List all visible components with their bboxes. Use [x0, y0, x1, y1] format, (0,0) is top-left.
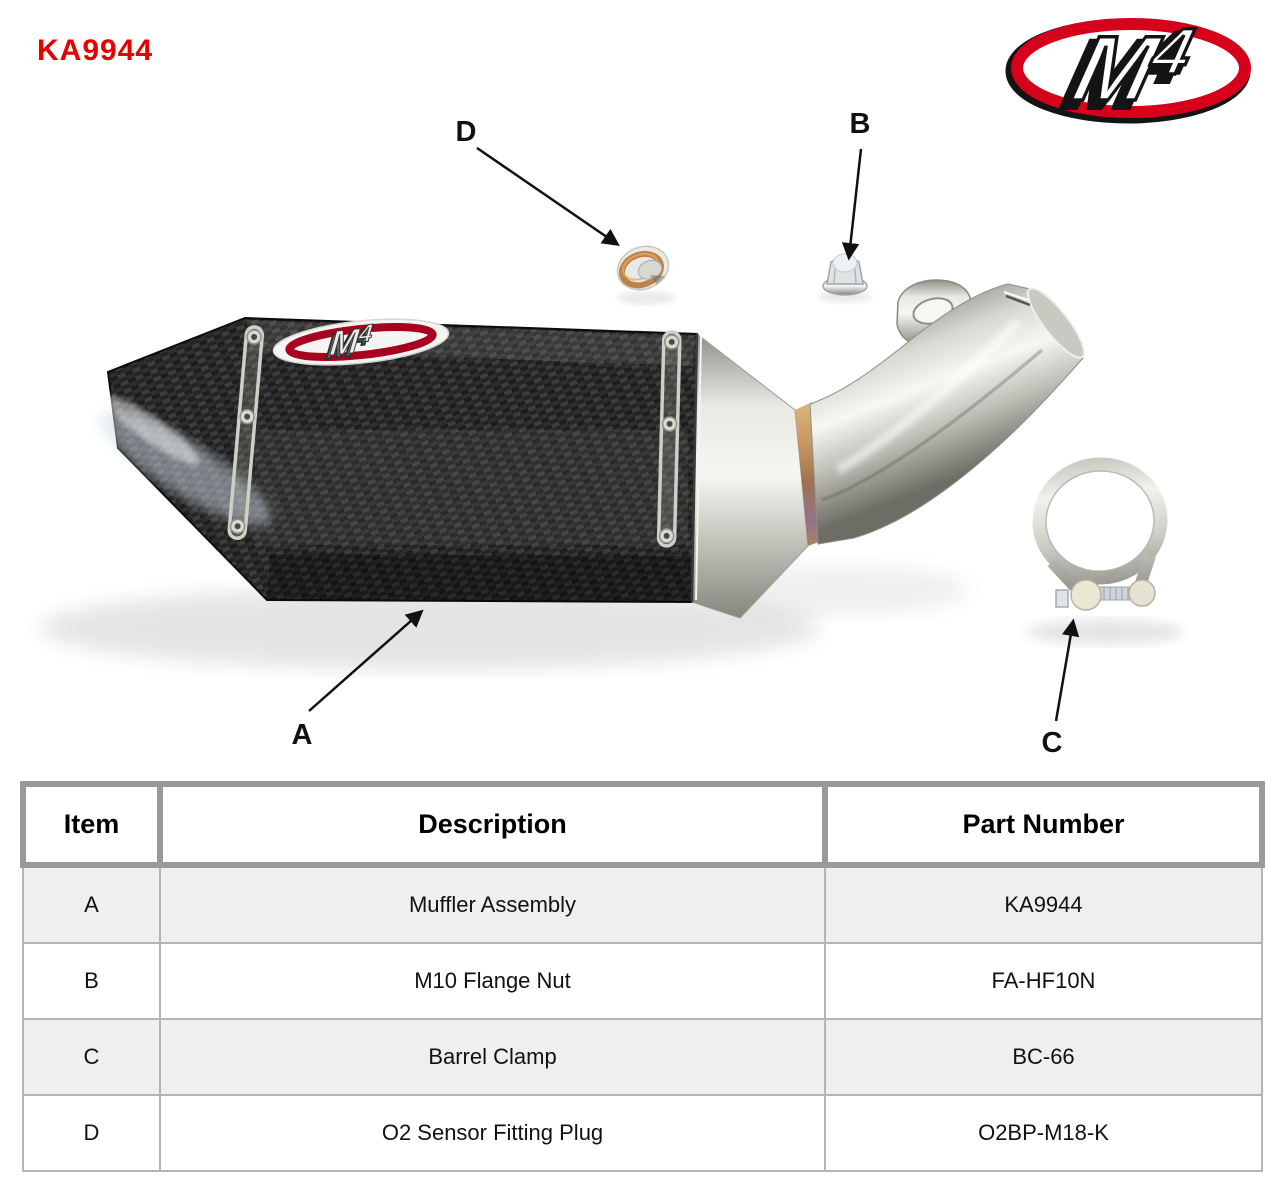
callout-d-label: D — [456, 116, 477, 148]
m4-brand-logo: M4 M4 — [1005, 13, 1251, 124]
muffler-end-cap — [690, 332, 809, 619]
mid-pipe — [809, 283, 1086, 545]
cell-item: A — [22, 864, 161, 944]
svg-text:M4: M4 — [1065, 15, 1200, 120]
cell-description: O2 Sensor Fitting Plug — [159, 1094, 826, 1172]
cell-description: Muffler Assembly — [159, 864, 826, 944]
table-row: D O2 Sensor Fitting Plug O2BP-M18-K — [22, 1094, 1263, 1172]
cell-item: C — [22, 1018, 161, 1096]
callout-labels: A B C D — [292, 108, 1063, 759]
flange-nut — [822, 253, 868, 296]
o2-sensor-plug — [616, 245, 670, 291]
left-rivet-strap — [227, 325, 265, 540]
table-row: B M10 Flange Nut FA-HF10N — [22, 942, 1263, 1020]
logo-letters: M4 M4 — [1053, 13, 1202, 124]
muffler-carbon-body — [99, 316, 699, 604]
barrel-clamp — [1032, 457, 1168, 611]
nut-shadow — [818, 291, 872, 303]
cell-item: D — [22, 1094, 161, 1172]
callout-a-arrow — [308, 609, 424, 712]
logo-ring — [1005, 18, 1251, 124]
part-code-title: KA9944 — [37, 34, 154, 67]
m4-sticker: M4 M4 — [272, 318, 450, 368]
svg-text:M4: M4 — [328, 320, 374, 364]
table-row: A Muffler Assembly KA9944 — [22, 864, 1263, 944]
callout-c-label: C — [1042, 727, 1063, 759]
callout-arrows — [308, 146, 1080, 722]
callout-d-arrow — [476, 146, 620, 246]
table-row: C Barrel Clamp BC-66 — [22, 1018, 1263, 1096]
cell-part-number: FA-HF10N — [824, 942, 1263, 1020]
cell-part-number: KA9944 — [824, 864, 1263, 944]
callout-b-arrow — [841, 148, 863, 261]
col-header-description: Description — [157, 781, 828, 868]
col-header-part-number: Part Number — [822, 781, 1265, 868]
cell-description: Barrel Clamp — [159, 1018, 826, 1096]
cell-part-number: O2BP-M18-K — [824, 1094, 1263, 1172]
parts-table: Item Description Part Number A Muffler A… — [20, 781, 1265, 1172]
muffler-shadow — [40, 586, 820, 670]
cell-description: M10 Flange Nut — [159, 942, 826, 1020]
right-rivet-strap — [656, 330, 682, 548]
callout-c-arrow — [1054, 618, 1080, 722]
plug-shadow — [617, 291, 675, 305]
cell-part-number: BC-66 — [824, 1018, 1263, 1096]
table-header-row: Item Description Part Number — [20, 781, 1265, 868]
product-photo: M4 M4 — [40, 108, 1183, 759]
clamp-shadow — [1027, 619, 1183, 645]
cell-item: B — [22, 942, 161, 1020]
col-header-item: Item — [20, 781, 163, 868]
callout-b-label: B — [850, 108, 871, 140]
callout-a-label: A — [292, 719, 313, 751]
